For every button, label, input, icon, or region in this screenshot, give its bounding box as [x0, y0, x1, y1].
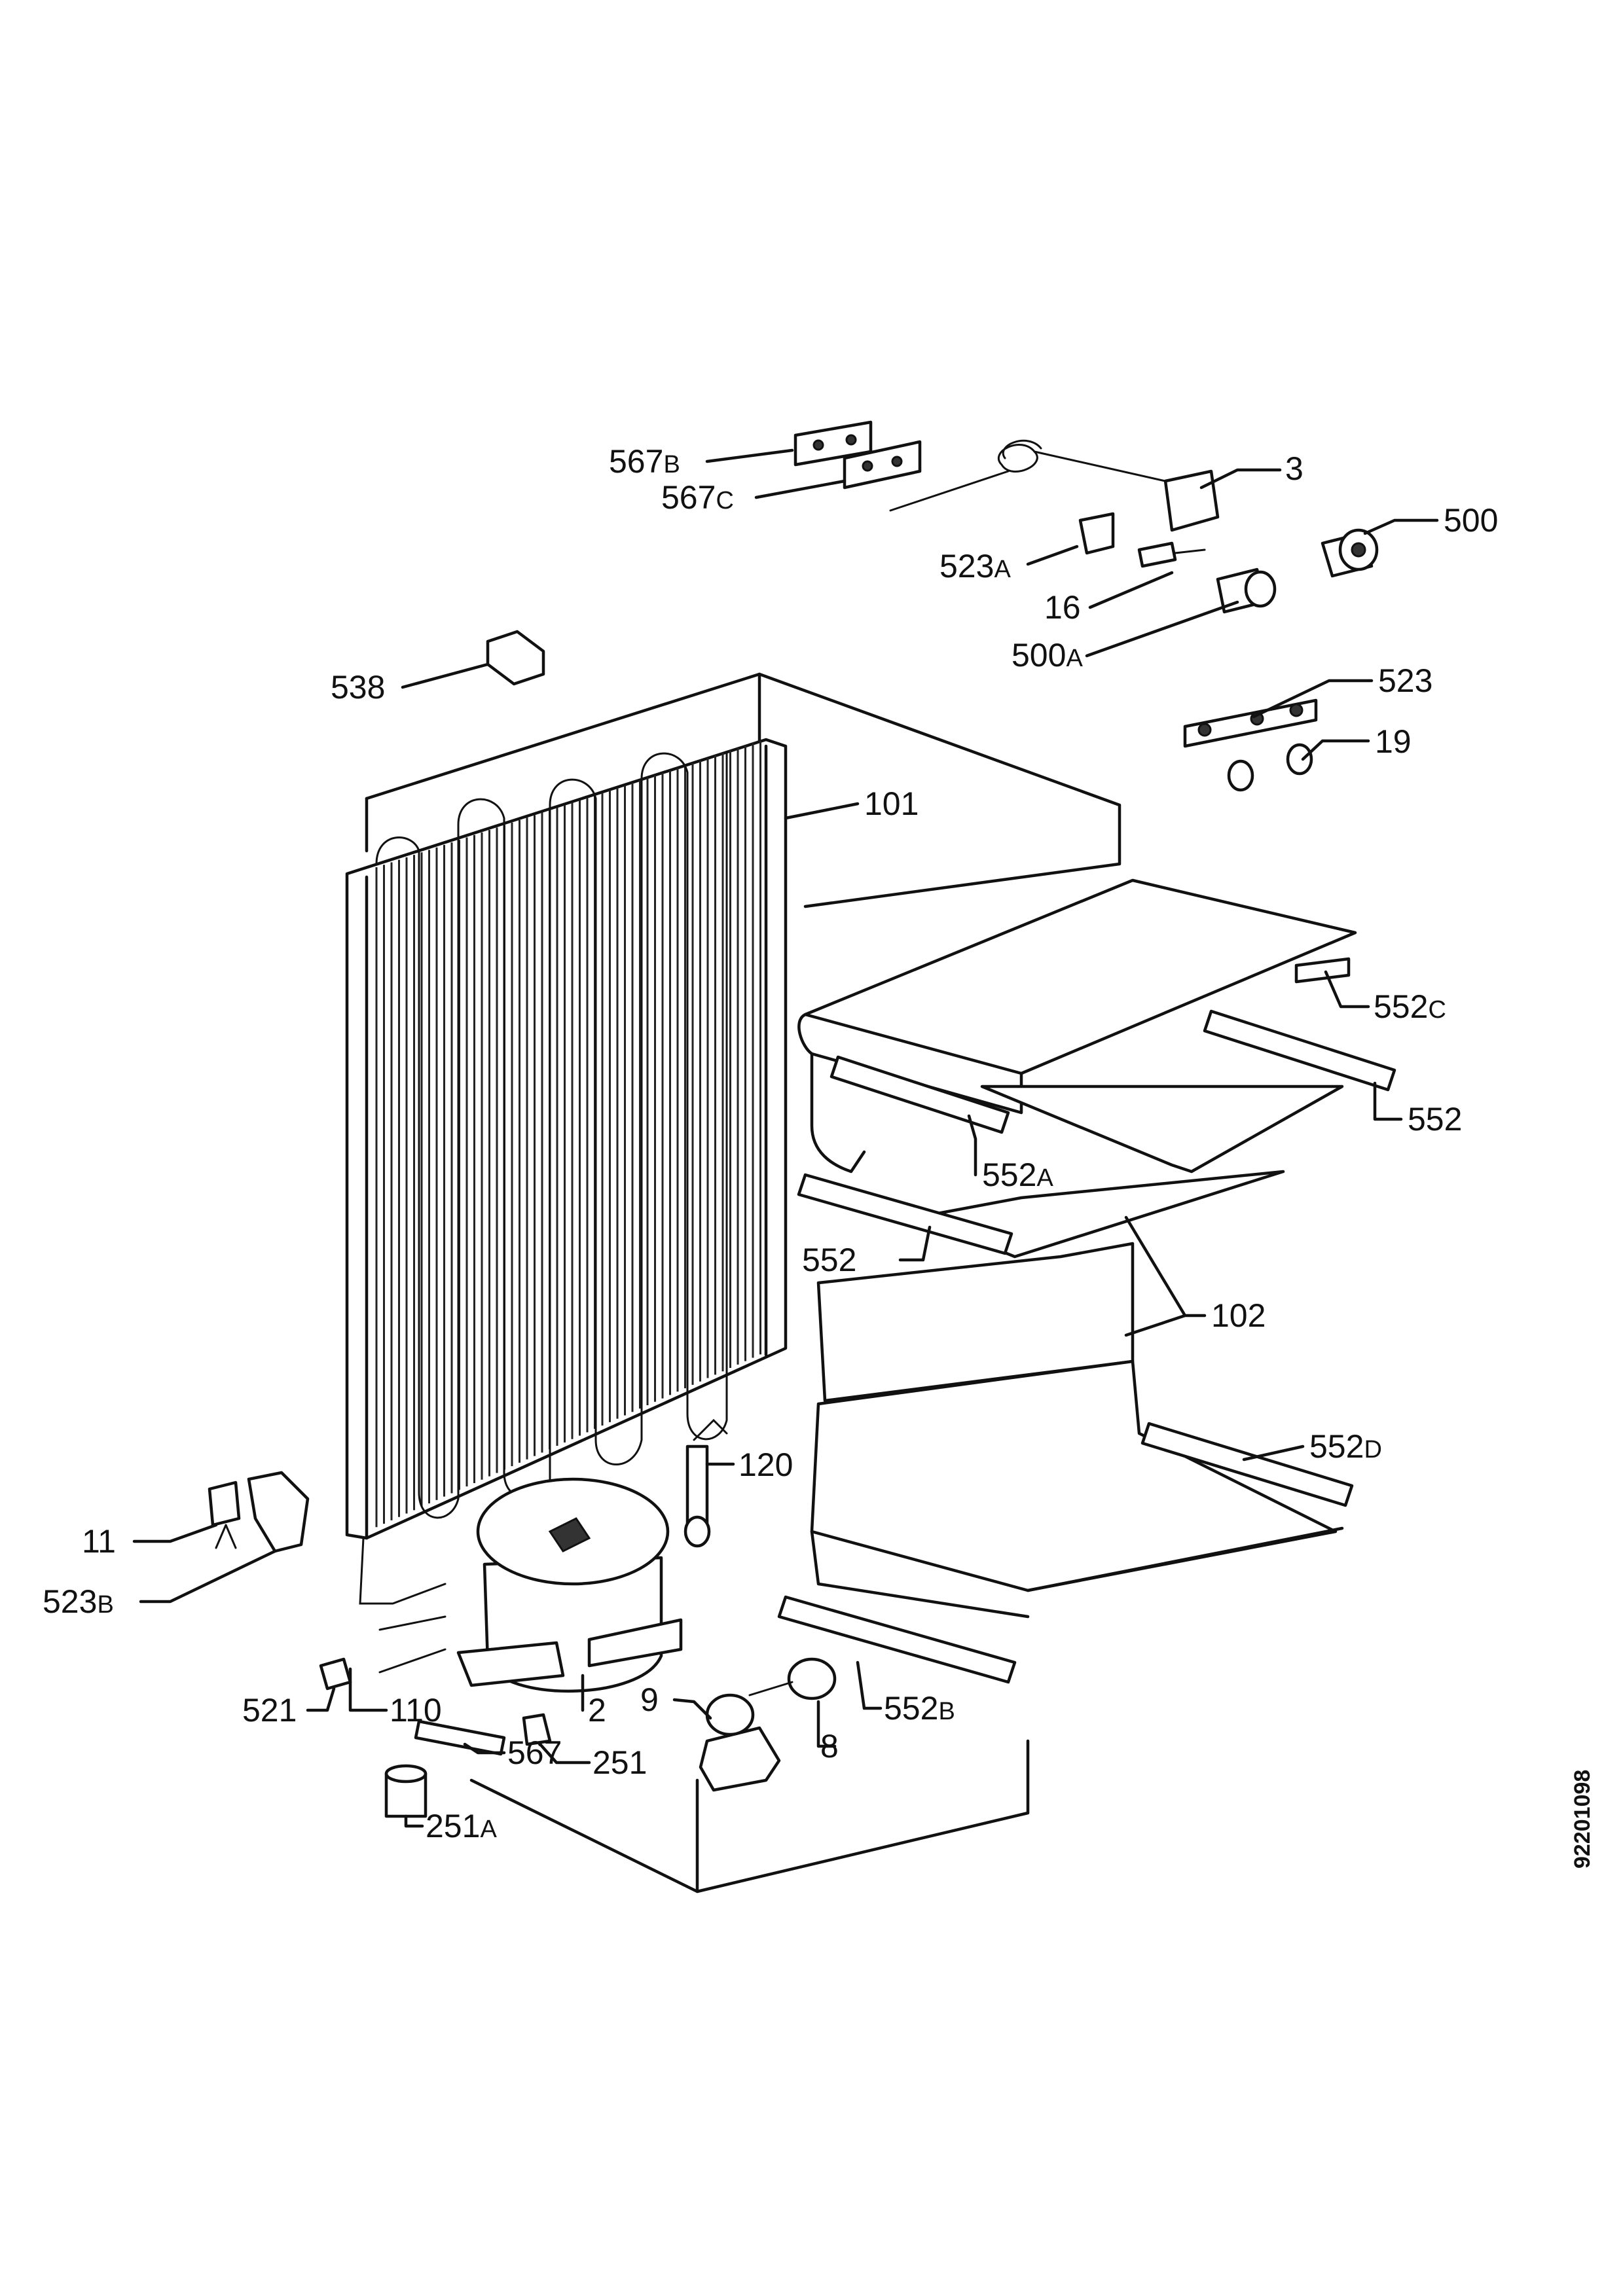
part-grommet-521 [319, 1657, 352, 1691]
part-thermostat [1163, 469, 1220, 532]
label-11: 11 [82, 1523, 116, 1560]
label-552d: 552D [1309, 1428, 1382, 1465]
label-523: 523 [1378, 662, 1432, 699]
label-16: 16 [1044, 589, 1081, 626]
part-bulb-2 [1286, 743, 1313, 776]
label-9: 9 [640, 1681, 659, 1718]
label-567c: 567C [661, 479, 734, 516]
part-labels: 567B 567C 3 500 523A 16 500A 538 523 19 … [43, 443, 1498, 1844]
part-523a [1078, 512, 1115, 555]
label-552c: 552C [1374, 988, 1446, 1025]
part-bulb [1227, 759, 1254, 792]
label-8: 8 [820, 1728, 839, 1765]
label-251a: 251A [426, 1808, 497, 1844]
trim-strips [777, 957, 1396, 1684]
label-120: 120 [739, 1446, 793, 1483]
label-19: 19 [1375, 723, 1412, 760]
label-521: 521 [242, 1692, 297, 1729]
top-parts [486, 420, 1379, 792]
label-538: 538 [331, 669, 385, 706]
label-567: 567 [507, 1734, 562, 1771]
part-drier [685, 1444, 709, 1527]
label-552a: 552A [982, 1157, 1053, 1193]
label-523b: 523B [43, 1583, 114, 1620]
part-capacitor-11 [208, 1480, 241, 1527]
part-overload-8 [787, 1657, 837, 1700]
label-500: 500 [1444, 502, 1498, 539]
part-relay-9 [699, 1726, 781, 1792]
part-567c [843, 440, 922, 490]
part-538 [486, 630, 545, 686]
label-102: 102 [1211, 1297, 1266, 1334]
label-552-left: 552 [802, 1242, 856, 1278]
label-101: 101 [864, 785, 919, 822]
liner-upper [797, 878, 1357, 1619]
label-552-right: 552 [1408, 1101, 1462, 1138]
label-552b: 552B [884, 1690, 955, 1727]
part-foot-251 [522, 1713, 552, 1746]
label-110: 110 [390, 1692, 442, 1729]
part-clip-523b [247, 1471, 310, 1553]
leader-lines [132, 448, 1439, 1828]
part-shaft-16 [1137, 541, 1177, 568]
label-251: 251 [593, 1744, 647, 1781]
label-3: 3 [1285, 450, 1304, 487]
label-500a: 500A [1012, 637, 1083, 673]
compressor-area [208, 1418, 837, 1818]
label-567b: 567B [609, 443, 680, 480]
document-id: 92201098 [1570, 1770, 1595, 1869]
label-523a: 523A [939, 548, 1011, 584]
label-2: 2 [588, 1692, 606, 1729]
condenser [345, 738, 788, 1540]
